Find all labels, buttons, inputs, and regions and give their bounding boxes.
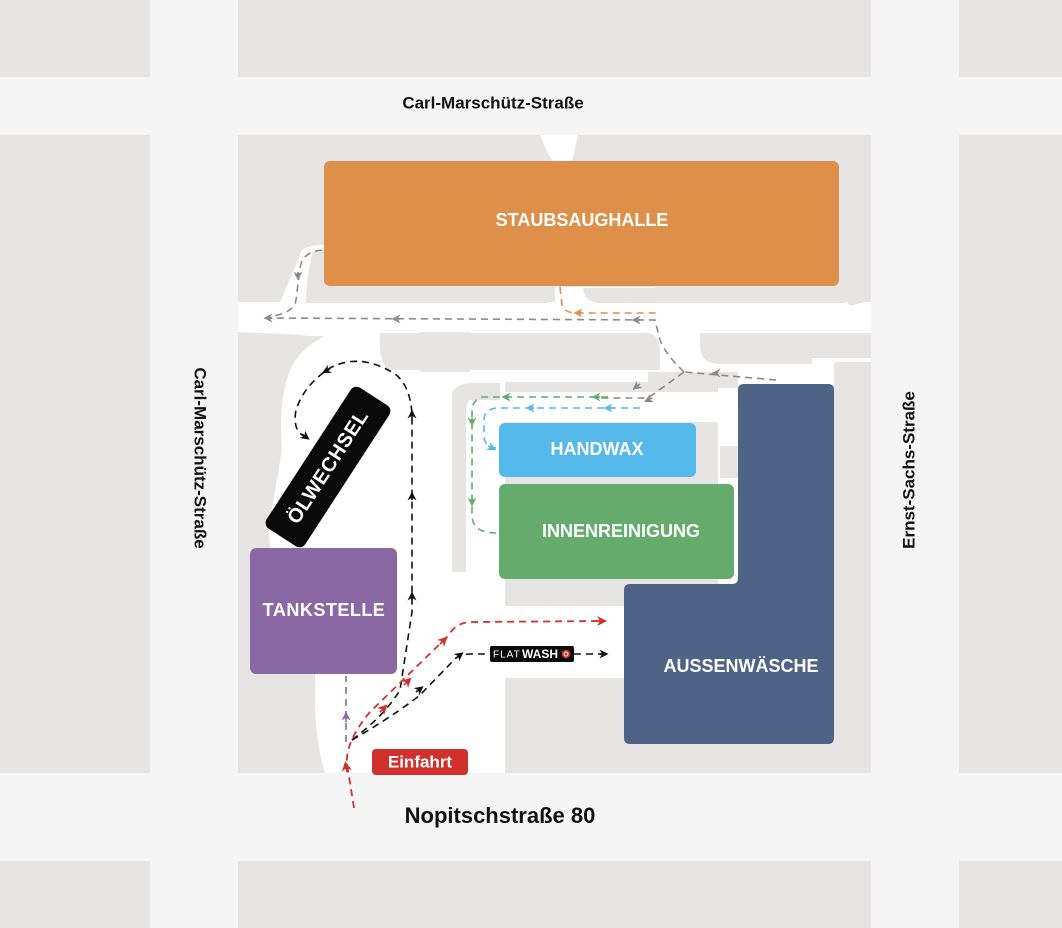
zone-staubsaughalle[interactable] (324, 161, 839, 286)
zone-oelwechsel-shape[interactable] (263, 384, 393, 550)
zone-innenreinigung-label: INNENREINIGUNG (542, 521, 700, 541)
route-black (294, 360, 609, 741)
route-red (341, 616, 607, 809)
route-blue (483, 403, 640, 451)
street-label-east: Ernst-Sachs-Straße (899, 391, 918, 549)
flatwash-badge: FLAT WASH (490, 646, 574, 662)
street-west (150, 0, 238, 928)
flatwash-name: WASH (522, 647, 558, 661)
zone-aussenwaesche[interactable] (624, 384, 834, 744)
circled-registered-icon (561, 649, 571, 659)
street-east (871, 0, 959, 928)
flatwash-prefix: FLAT (493, 650, 521, 661)
street-label-north: Carl-Marschütz-Straße (402, 93, 583, 112)
zone-innenreinigung[interactable] (499, 484, 734, 579)
address-label: Nopitschstraße 80 (405, 803, 596, 828)
zone-staubsaughalle-label: STAUBSAUGHALLE (496, 210, 669, 230)
entry-badge-label: Einfahrt (388, 752, 453, 771)
route-gray (261, 249, 777, 403)
zone-tankstelle-label: TANKSTELLE (263, 600, 386, 620)
zone-tankstelle[interactable] (250, 548, 397, 674)
zone-labels: STAUBSAUGHALLE TANKSTELLE HANDWAX INNENR… (263, 210, 819, 676)
route-green (467, 392, 608, 534)
zone-aussenwaesche-label: AUSSENWÄSCHE (663, 656, 818, 676)
entry-badge: Einfahrt (372, 749, 468, 775)
buildings: ÖLWECHSEL (0, 0, 839, 744)
street-labels: Carl-Marschütz-Straße Carl-Marschütz-Str… (191, 93, 919, 827)
street-label-west: Carl-Marschütz-Straße (191, 367, 210, 548)
islands (238, 135, 871, 572)
zone-handwax[interactable] (499, 423, 696, 477)
routes (261, 249, 777, 809)
route-orange (559, 286, 656, 318)
zone-handwax-label: HANDWAX (551, 439, 644, 459)
zone-oelwechsel[interactable] (0, 0, 36, 26)
